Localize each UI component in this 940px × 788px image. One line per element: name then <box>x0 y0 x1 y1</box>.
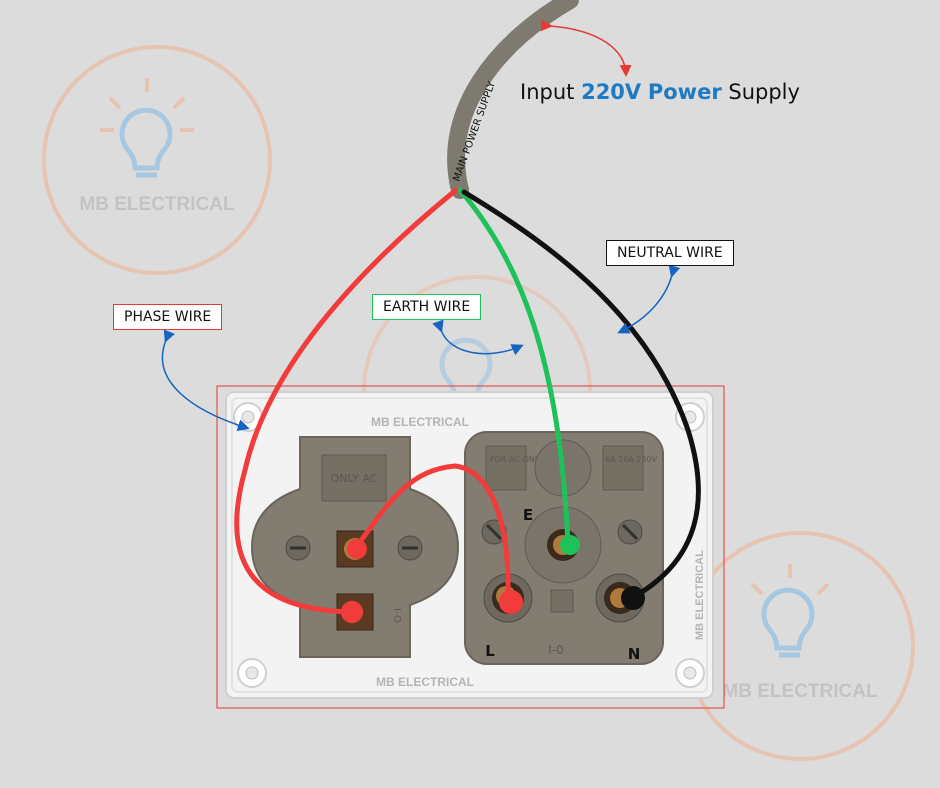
plate-brand-bottom: MB ELECTRICAL <box>376 675 474 689</box>
phase-jumper-wire <box>352 463 511 601</box>
input-supply-title: Input 220V Power Supply <box>520 80 800 104</box>
input-arrow <box>540 19 632 77</box>
switch-marking-side: I-O <box>391 608 402 623</box>
title-voltage: 220V <box>581 80 642 104</box>
earth-socket-dot <box>560 535 580 555</box>
switch-marking-top: ONLY AC <box>331 472 378 485</box>
lightbulb-icon <box>119 107 173 178</box>
socket-marking-left: FOR AC ONLY <box>490 455 543 464</box>
socket-marking-bottom: I-0 <box>548 643 564 657</box>
terminal-label-neutral: N <box>628 645 641 663</box>
phase-label-arrow <box>161 329 250 432</box>
plate-brand-side: MB ELECTRICAL <box>694 550 706 640</box>
terminal-label-earth: E <box>523 506 533 524</box>
watermark-text: MB ELECTRICAL <box>79 194 235 215</box>
earth-label-arrow <box>432 319 524 356</box>
socket-marking-right: 6A 16A 250V <box>605 455 658 464</box>
phase-switch-input-dot <box>347 539 367 559</box>
terminal-label-live: L <box>485 642 495 660</box>
plate-frame <box>216 385 725 709</box>
neutral-label-arrow <box>617 264 681 334</box>
neutral-wire-label: NEUTRAL WIRE <box>606 240 734 266</box>
watermark-logo-top-left: MB ELECTRICAL <box>42 45 272 275</box>
main-power-cable <box>447 0 579 199</box>
live-socket-dot <box>499 590 523 614</box>
plate-brand-top: MB ELECTRICAL <box>371 415 469 429</box>
watermark-text: MB ELECTRICAL <box>722 681 878 702</box>
watermark-logo-bottom-right: MB ELECTRICAL <box>685 531 915 761</box>
title-prefix: Input <box>520 80 575 104</box>
neutral-socket-dot <box>621 586 645 610</box>
neutral-wire <box>461 189 701 601</box>
phase-wire-label: PHASE WIRE <box>113 304 223 330</box>
earth-wire-label: EARTH WIRE <box>372 294 482 320</box>
title-power: Power <box>647 80 722 104</box>
phase-wire <box>234 187 459 615</box>
phase-switch-terminal-dot <box>341 601 363 623</box>
title-suffix: Supply <box>728 80 800 104</box>
earth-wire <box>457 187 571 548</box>
